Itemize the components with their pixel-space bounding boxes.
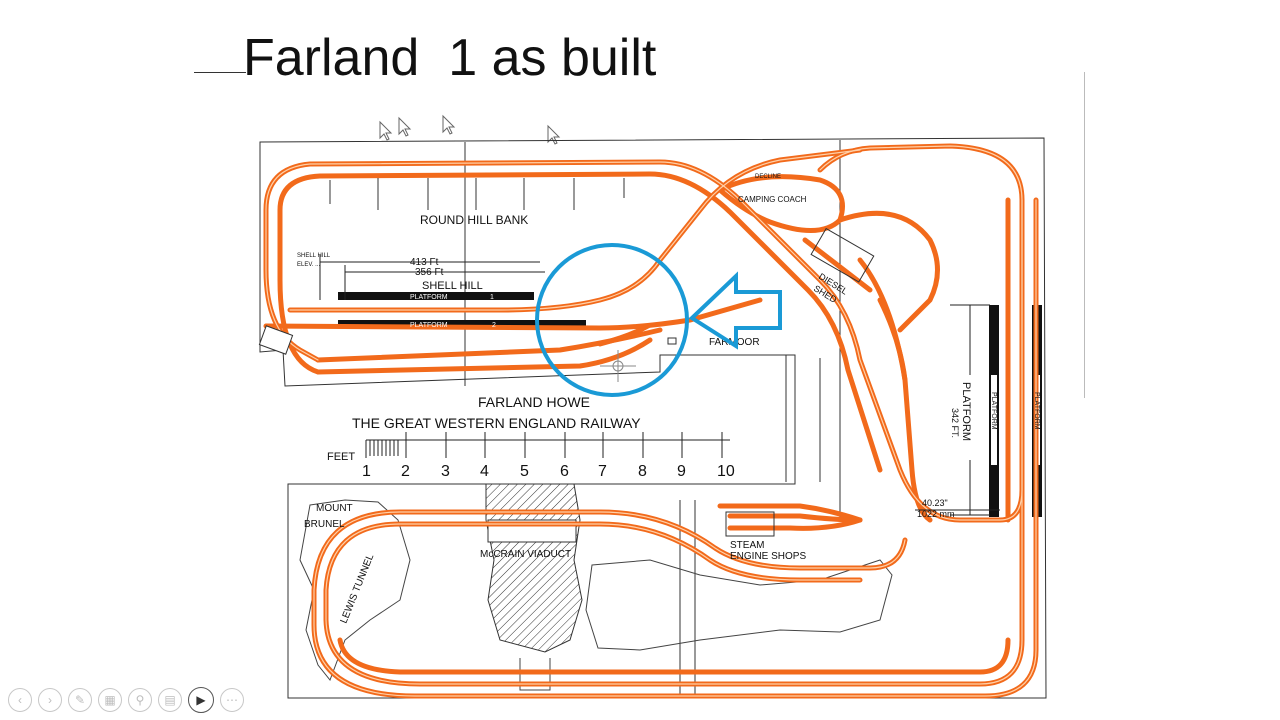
crosshair [600,350,636,382]
cursor-icon [442,114,456,135]
railway-name-label: THE GREAT WESTERN ENGLAND RAILWAY [352,415,641,431]
scale-tick-1: 1 [362,463,371,480]
cursor-icon [379,120,393,141]
round-hill-bank-label: ROUND HILL BANK [420,213,528,227]
camera-icon[interactable]: ▶ [188,687,214,713]
platform-342-label: PLATFORM [960,382,972,441]
platform-vertical-label-1: PLATFORM [990,392,997,430]
shell-hill-elev-label-2: ELEV. ... [297,262,320,268]
scale-tick-3: 3 [441,463,450,480]
shell-hill-elev-label: SHELL HILL [297,253,331,259]
structures [258,227,875,537]
platform-2-number: 2 [492,322,496,329]
cursor-icon [398,116,412,137]
highlight-arrow [688,271,782,350]
previous-icon[interactable]: ‹ [8,688,32,712]
elevation-markers [329,178,625,210]
platform-vertical-label-2: PLATFORM [1033,392,1040,430]
scale-tick-6: 6 [560,463,569,480]
scale-tick-5: 5 [520,463,529,480]
slide-edge-rule [1084,72,1085,398]
viaduct-terrain [485,483,583,653]
scale-bar [365,432,730,458]
farland-howe-label: FARLAND HOWE [478,394,590,410]
highlight-annotation [535,243,782,397]
scale-tick-8: 8 [638,463,647,480]
scale-tick-9: 9 [677,463,686,480]
platform-2-bar [338,320,586,328]
slide-title: Farland 1 as built [243,29,657,87]
platform-1-bar [338,292,534,300]
decline-label: DECLINE [755,174,781,180]
platform-342-length: 342 FT. [950,408,960,438]
dimension-lines [319,255,1000,516]
zoom-icon[interactable]: ⚲ [128,688,152,712]
scale-tick-2: 2 [401,463,410,480]
platform-2-label: PLATFORM [410,322,448,329]
pen-icon[interactable]: ✎ [68,688,92,712]
dimension-413-label: 413 Ft [410,257,439,268]
mount-brunel-label-2: BRUNEL [304,519,345,530]
platform-1-number: 1 [490,294,494,301]
presentation-toolbar: ‹ › ✎ ▦ ⚲ ▤ ▶ ⋯ [8,686,244,714]
dimension-356-label: 356 Ft [415,267,444,278]
steam-engine-shops-label-2: ENGINE SHOPS [730,551,806,562]
platform-1-label: PLATFORM [410,294,448,301]
mccrain-viaduct-label: McCRAIN VIADUCT [480,549,571,560]
more-icon[interactable]: ⋯ [220,688,244,712]
mount-brunel-label: MOUNT [316,503,353,514]
feet-label: FEET [327,451,355,463]
cursor-icon [547,124,561,145]
next-icon[interactable]: › [38,688,62,712]
camping-coach-label: CAMPING COACH [738,195,807,204]
steam-engine-shops-label: STEAM [730,540,764,551]
lewis-tunnel-label: LEWIS TUNNEL [339,552,377,625]
slides-icon[interactable]: ▦ [98,688,122,712]
scale-tick-10: 10 [717,463,735,480]
title-rule [194,72,246,73]
cursor-icon-group [379,114,561,145]
scale-tick-4: 4 [480,463,489,480]
subtitles-icon[interactable]: ▤ [158,688,182,712]
dimension-40-label: 40.23" [922,498,948,508]
highlight-circle [535,243,689,397]
scale-tick-7: 7 [598,463,607,480]
shell-hill-label: SHELL HILL [422,280,483,292]
track-network [263,143,1039,699]
dimension-1022-label: 1022 mm [917,509,955,519]
